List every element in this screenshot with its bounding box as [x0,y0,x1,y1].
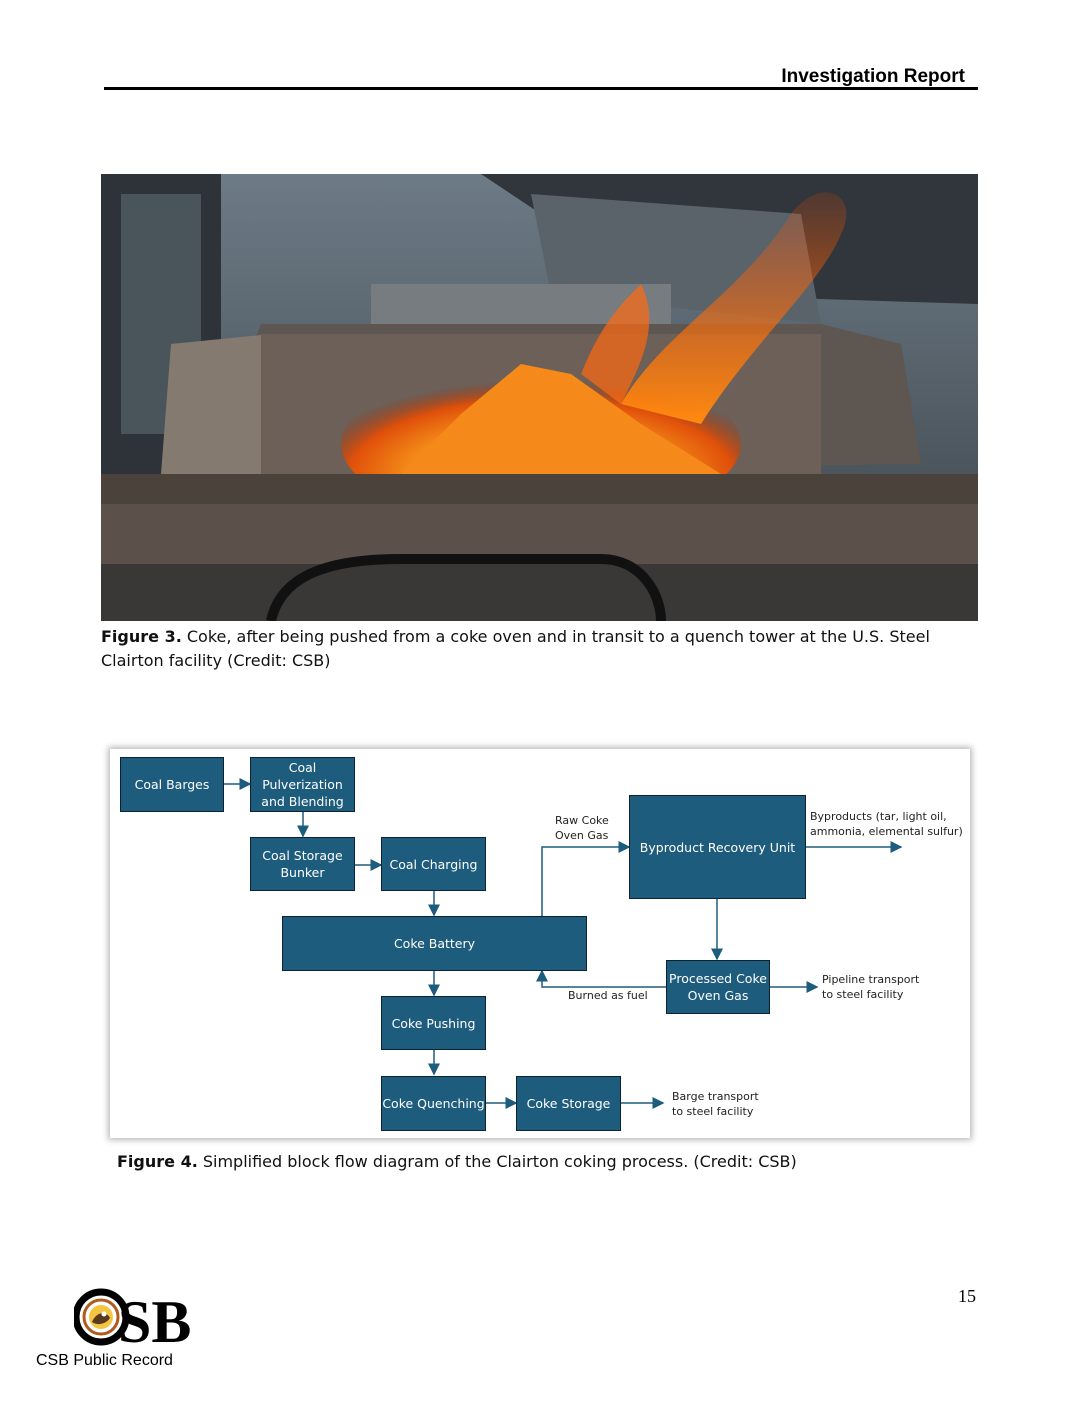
box-coke-battery: Coke Battery [282,916,587,971]
figure-3-label: Figure 3. [101,627,182,646]
figure-4-label: Figure 4. [117,1152,198,1171]
box-coal-storage-bunker: Coal Storage Bunker [250,837,355,891]
coke-car-photo [101,174,978,621]
label-burned-fuel: Burned as fuel [568,989,648,1002]
public-record-label: CSB Public Record [36,1352,173,1369]
label-pipeline: Pipeline transport to steel facility [822,973,920,1001]
label-byproducts: Byproducts (tar, light oil, ammonia, ele… [810,810,963,838]
box-byproduct-recovery: Byproduct Recovery Unit [629,795,806,899]
box-coke-storage: Coke Storage [516,1076,621,1131]
box-coal-charging: Coal Charging [381,837,486,891]
block-flow-diagram: Coal Barges Coal Pulverization and Blend… [110,749,970,1138]
figure-4-caption-text: Simplified block flow diagram of the Cla… [197,1152,797,1171]
page-number: 15 [958,1286,976,1306]
csb-logo: SB [74,1288,191,1346]
box-coal-barges: Coal Barges [120,757,224,812]
box-coke-quenching: Coke Quenching [381,1076,486,1131]
label-raw-gas: Raw Coke Oven Gas [555,814,609,842]
box-coal-pulverization: Coal Pulverization and Blending [250,757,355,812]
header-title: Investigation Report [781,66,965,87]
label-barge: Barge transport to steel facility [672,1090,759,1118]
svg-text:SB: SB [118,1289,191,1346]
figure-3-caption: Figure 3. Coke, after being pushed from … [101,625,981,673]
box-processed-gas: Processed Coke Oven Gas [666,960,770,1014]
figure-4-caption: Figure 4. Simplified block flow diagram … [117,1150,997,1174]
flow-connectors [224,778,903,1109]
box-coke-pushing: Coke Pushing [381,996,486,1050]
header-rule [104,87,978,90]
figure-3-caption-text: Coke, after being pushed from a coke ove… [101,627,930,670]
